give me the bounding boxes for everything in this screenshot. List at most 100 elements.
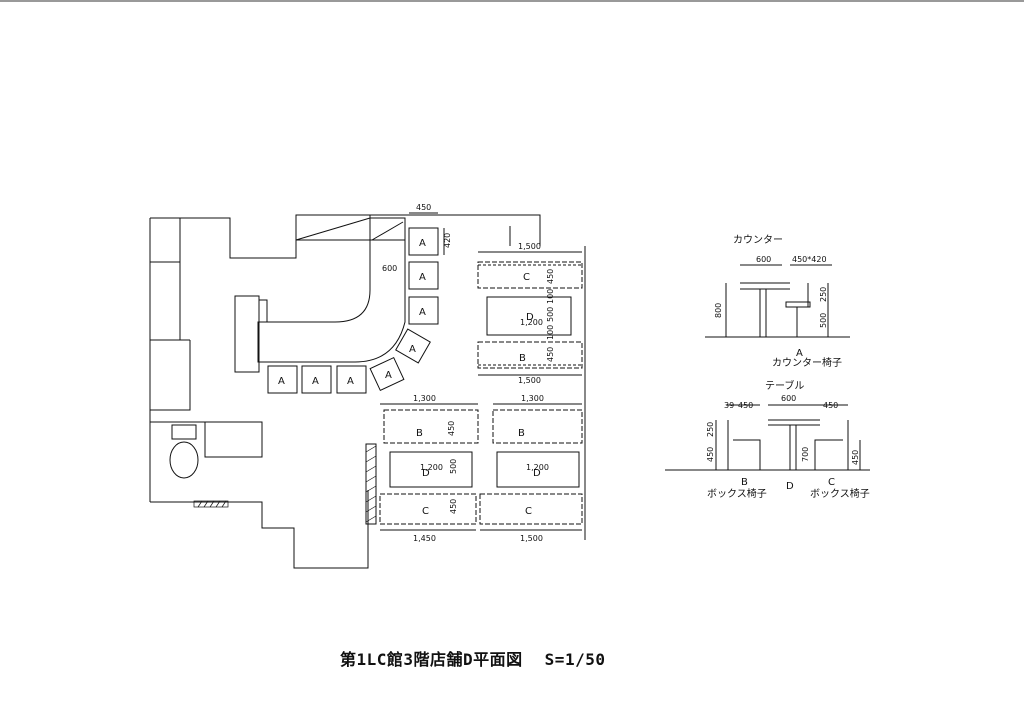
seat-b-label: B <box>519 353 526 364</box>
toilet-tank <box>171 424 197 440</box>
counter-stool <box>267 365 298 394</box>
hatched-wall <box>365 443 377 525</box>
table-d-label: D <box>422 468 430 479</box>
counter-elevation <box>705 264 850 338</box>
table-detail-letter-c: C <box>828 477 835 488</box>
counter-end-small <box>258 299 268 323</box>
dim-label: 250 <box>706 422 715 437</box>
hatch <box>365 445 377 523</box>
toilet-bowl <box>169 441 199 479</box>
dim-label: 1,300 <box>413 394 436 403</box>
dim-label: 450 <box>447 421 456 436</box>
bench-lower-left-1 <box>383 409 479 444</box>
box-chair-caption-b: ボックス椅子 <box>707 487 767 500</box>
dim-label: 500 <box>546 307 555 322</box>
counter-stool <box>395 328 431 364</box>
kitchen-shelf-diagonal <box>371 221 404 241</box>
seat-c-label: C <box>525 506 532 517</box>
table-lower-right <box>496 451 580 488</box>
drawing-title: 第1LC館3階店舗D平面図 <box>340 650 523 669</box>
toilet-vent <box>193 500 229 508</box>
dim-label: 450 <box>449 499 458 514</box>
outer-wall <box>150 214 541 259</box>
seat-c-label: C <box>523 272 530 283</box>
seat-a-label: A <box>409 344 416 355</box>
dim-label: 1,450 <box>413 534 436 543</box>
seat-b-label: B <box>518 428 525 439</box>
kitchen-shelf-diagonal <box>295 217 371 241</box>
dim-label: 1,200 <box>526 463 549 472</box>
table-top <box>486 296 572 336</box>
dim-label: 500 <box>449 459 458 474</box>
counter-stool <box>408 227 439 256</box>
outer-wall-bottom-left <box>150 490 369 569</box>
dim-label: 100 <box>546 289 555 304</box>
seat-c-label: C <box>422 506 429 517</box>
counter-end <box>234 295 260 373</box>
seat-a-label: A <box>347 376 354 387</box>
plan-labels: A A A A A A A A C D B B B D D C C 450 42… <box>278 203 555 543</box>
table-leg <box>789 424 797 471</box>
seat-a-label: A <box>385 370 392 381</box>
counter-stool <box>369 356 405 392</box>
table-elevation-labels: テーブル 39 450 600 450 250 450 700 450 B D … <box>706 379 870 500</box>
dim-label: 450 <box>851 450 860 465</box>
table-detail-letter-d: D <box>786 481 794 492</box>
dim-label: 450 <box>706 447 715 462</box>
box-chair-caption-c: ボックス椅子 <box>810 487 870 500</box>
counter-leg <box>759 288 767 338</box>
seat-a-label: A <box>278 376 285 387</box>
bar-counter <box>257 239 406 363</box>
table-elevation <box>665 404 870 471</box>
dim-label: 500 <box>819 313 828 328</box>
kitchen-shelf-2 <box>369 217 406 241</box>
dim-label: 450 <box>738 401 753 410</box>
counter-stool-caption: カウンター椅子 <box>772 356 842 369</box>
dim-label: 100 <box>546 325 555 340</box>
bench-lower-right-2 <box>479 493 583 525</box>
seat-a-label: A <box>312 376 319 387</box>
inner-wall <box>150 340 191 411</box>
bench-lower-right-1 <box>492 409 583 444</box>
floor-plan <box>149 212 586 569</box>
counter-stool <box>408 261 439 290</box>
box-chair-right <box>814 420 849 471</box>
table-detail-letter-b: B <box>741 477 748 488</box>
counter-detail-letter: A <box>796 348 803 359</box>
drawing-scale: S=1/50 <box>544 650 606 669</box>
seat-a-label: A <box>419 272 426 283</box>
bench-mid <box>477 341 583 369</box>
dim-label: 1,300 <box>521 394 544 403</box>
dim-label: 450*420 <box>792 255 827 264</box>
dim-label: 600 <box>382 264 397 273</box>
table-lower-left <box>389 451 473 488</box>
dim-label: 450 <box>546 347 555 362</box>
dim-label: 1,500 <box>518 376 541 385</box>
seat-a-label: A <box>419 307 426 318</box>
dim-label: 1,500 <box>520 534 543 543</box>
box-chair-left <box>727 420 761 471</box>
seat-a-label: A <box>419 238 426 249</box>
table-heading: テーブル <box>765 379 804 392</box>
counter-stool <box>408 296 439 325</box>
dim-label: 39 <box>724 401 734 410</box>
dim-label: 450 <box>823 401 838 410</box>
dim-label: 600 <box>781 394 796 403</box>
stool-seat <box>785 301 811 308</box>
counter-stool <box>336 365 367 394</box>
bench-top <box>477 261 583 289</box>
dim-label: 250 <box>819 287 828 302</box>
dim-label: 450 <box>546 269 555 284</box>
dim-label: 450 <box>416 203 431 212</box>
dim-label: 700 <box>801 447 810 462</box>
dim-label: 420 <box>443 233 452 248</box>
dim-label: 600 <box>756 255 771 264</box>
table-d-label: D <box>526 312 534 323</box>
counter-stool <box>301 365 332 394</box>
dim-label: 1,200 <box>520 318 543 327</box>
counter-elevation-labels: カウンター 600 450*420 800 250 500 A カウンター椅子 <box>714 234 842 369</box>
dim-label: 800 <box>714 303 723 318</box>
drawing-caption: 第1LC館3階店舗D平面図 S=1/50 <box>340 646 627 670</box>
table-d-label: D <box>533 468 541 479</box>
